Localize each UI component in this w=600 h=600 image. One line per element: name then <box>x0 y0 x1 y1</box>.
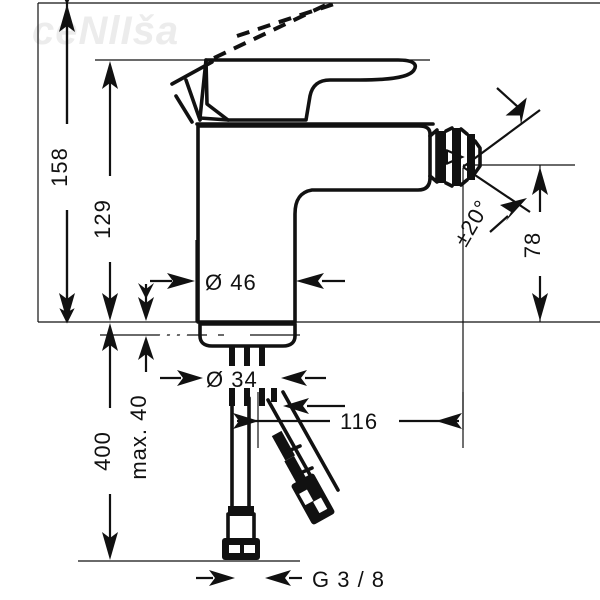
dimension-158: 158 <box>47 0 84 324</box>
dimension-d34-label: Ø 34 <box>206 367 258 392</box>
dimension-158-label: 158 <box>47 147 72 187</box>
dimension-116-label: 116 <box>340 409 378 434</box>
lever-handle <box>198 58 418 122</box>
dimension-129: 129 <box>90 61 127 321</box>
flex-hose-vertical <box>222 396 260 560</box>
watermark-text: ceNlIša <box>32 9 179 53</box>
dimension-d34: Ø 34 <box>160 367 326 392</box>
dimension-d46: Ø 46 <box>150 240 345 322</box>
dimension-78-label: 78 <box>520 232 545 258</box>
dimension-g38-label: G 3 / 8 <box>312 567 385 592</box>
dimension-angle-label: ±20° <box>449 195 495 250</box>
dimension-78: 78 <box>520 167 557 321</box>
dimension-max-40: max. 40 <box>126 283 165 502</box>
dimension-g38: G 3 / 8 <box>196 567 385 592</box>
dimension-129-label: 129 <box>90 199 115 239</box>
dimension-400-label: 400 <box>90 431 115 471</box>
flex-hose-angled <box>266 390 340 525</box>
dimension-116: 116 <box>233 405 462 437</box>
faucet-body <box>196 124 432 324</box>
hose-inlet-leader <box>283 398 345 414</box>
dimension-400: 400 <box>90 323 127 560</box>
lever-raised-dashed <box>213 0 341 60</box>
extension-lines <box>38 2 600 562</box>
dimension-d46-label: Ø 46 <box>205 270 257 295</box>
aerator-assembly <box>428 126 482 188</box>
deck-mount-plate <box>158 322 297 348</box>
dimension-max40-label: max. 40 <box>126 394 151 479</box>
